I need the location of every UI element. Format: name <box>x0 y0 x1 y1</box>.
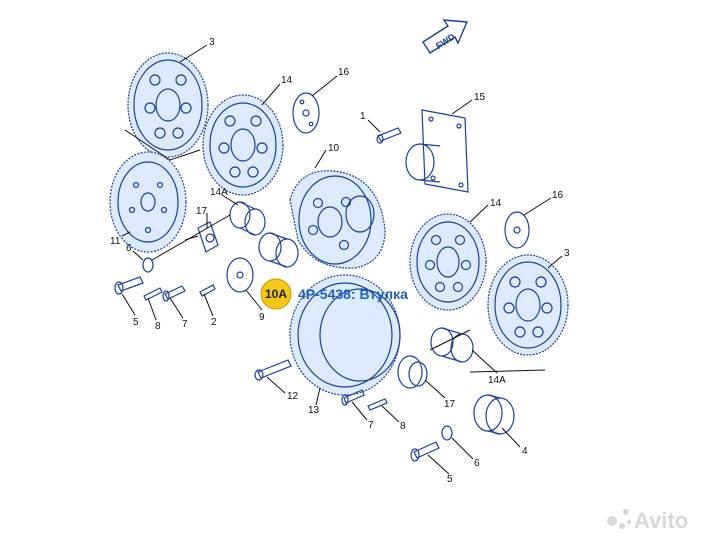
gear-3-top <box>127 52 209 158</box>
callout-labels: 3 14 16 1 15 10 14A 17 11 6 5 8 7 2 9 14… <box>110 37 570 485</box>
bolt-1 <box>376 127 402 144</box>
callout-11: 11 <box>110 236 121 247</box>
callout-2: 2 <box>211 317 217 328</box>
avito-logo-icon <box>607 509 631 529</box>
bolt-7-left <box>162 285 186 302</box>
spacer-17-left <box>197 221 219 253</box>
callout-12: 12 <box>287 391 299 402</box>
cap-4 <box>473 394 515 435</box>
callout-9: 9 <box>259 312 265 323</box>
callout-5-right: 5 <box>447 474 453 485</box>
callout-leaders <box>121 44 563 475</box>
callout-10a-label: 10A <box>265 287 287 301</box>
callout-8-right: 8 <box>400 421 406 432</box>
avito-watermark: Avito <box>607 508 688 533</box>
ring-gear-13 <box>289 274 401 396</box>
callout-3-top: 3 <box>209 37 215 48</box>
callout-14a-right: 14A <box>488 375 506 386</box>
gear-14-top <box>202 94 284 196</box>
gear-14-right <box>409 213 487 311</box>
callout-6-left: 6 <box>126 243 132 254</box>
washer-9 <box>226 257 254 293</box>
callout-3-right: 3 <box>564 248 570 259</box>
alignment-lines <box>124 129 546 373</box>
avito-watermark-text: Avito <box>634 508 688 533</box>
gear-11 <box>109 151 187 253</box>
washer-6-right <box>441 425 453 441</box>
callout-14a-left: 14A <box>210 187 228 198</box>
callout-13: 13 <box>308 405 320 416</box>
callout-6-right: 6 <box>474 458 480 469</box>
gear-10 <box>289 170 386 269</box>
housing-15 <box>405 109 469 193</box>
spacer-17-right <box>397 355 428 389</box>
bolt-12 <box>254 359 292 381</box>
callout-17-left: 17 <box>196 206 208 217</box>
callout-7-left: 7 <box>182 319 188 330</box>
highlight-callout: 10A 4P-5438: Втулка <box>260 278 408 310</box>
bushing-14a-right <box>430 327 474 363</box>
callout-16-top: 16 <box>338 67 350 78</box>
callout-10: 10 <box>328 143 340 154</box>
washer-6-left <box>142 257 154 273</box>
callout-14-right: 14 <box>490 198 502 209</box>
gear-3-right <box>487 254 569 356</box>
bushing-10a <box>258 232 299 268</box>
plate-16-top <box>292 92 320 134</box>
bushing-14a-left <box>229 201 266 236</box>
callout-17-right: 17 <box>444 399 456 410</box>
callout-7-right: 7 <box>368 420 374 431</box>
callout-1: 1 <box>360 111 366 122</box>
callout-16-right: 16 <box>552 190 564 201</box>
callout-14-top: 14 <box>281 75 293 86</box>
callout-15: 15 <box>474 92 486 103</box>
stud-8-left <box>143 287 163 301</box>
fwd-direction-arrow: FWD <box>422 19 469 54</box>
bolt-2 <box>199 284 216 297</box>
bolt-5-left <box>114 276 144 295</box>
callout-5-left: 5 <box>133 317 139 328</box>
callout-4: 4 <box>522 446 528 457</box>
part-title: 4P-5438: Втулка <box>298 286 408 302</box>
stud-8-right <box>367 398 388 411</box>
plate-16-right <box>504 211 530 249</box>
callout-8-left: 8 <box>155 321 161 332</box>
callout-10a-badge <box>260 278 292 310</box>
bolt-5-right <box>410 441 440 462</box>
bolt-7-right <box>341 389 365 406</box>
